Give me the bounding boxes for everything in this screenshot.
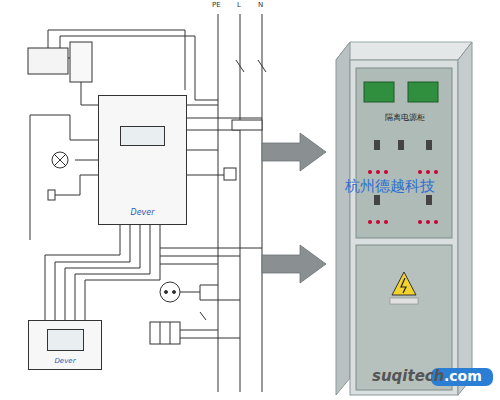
site-logo: suqitech — [372, 368, 444, 385]
cabinet-illustration — [336, 42, 472, 395]
bus-label: N — [258, 2, 263, 10]
brand-text: Dever — [29, 357, 101, 365]
bus-label: L — [237, 2, 241, 10]
brand-text: Dever — [99, 208, 186, 217]
monitor-device: Dever — [28, 320, 102, 370]
display-screen — [47, 329, 84, 351]
cabinet-name: 隔离电源柜 — [377, 112, 433, 123]
watermark: 杭州德越科技 — [345, 178, 435, 195]
site-logo: .com — [444, 369, 482, 384]
cabinet-name-plate: 隔离电源柜 — [377, 112, 433, 126]
bus-label: PE — [212, 2, 221, 10]
monitor-device: Dever — [98, 95, 187, 225]
display-screen — [120, 126, 165, 146]
